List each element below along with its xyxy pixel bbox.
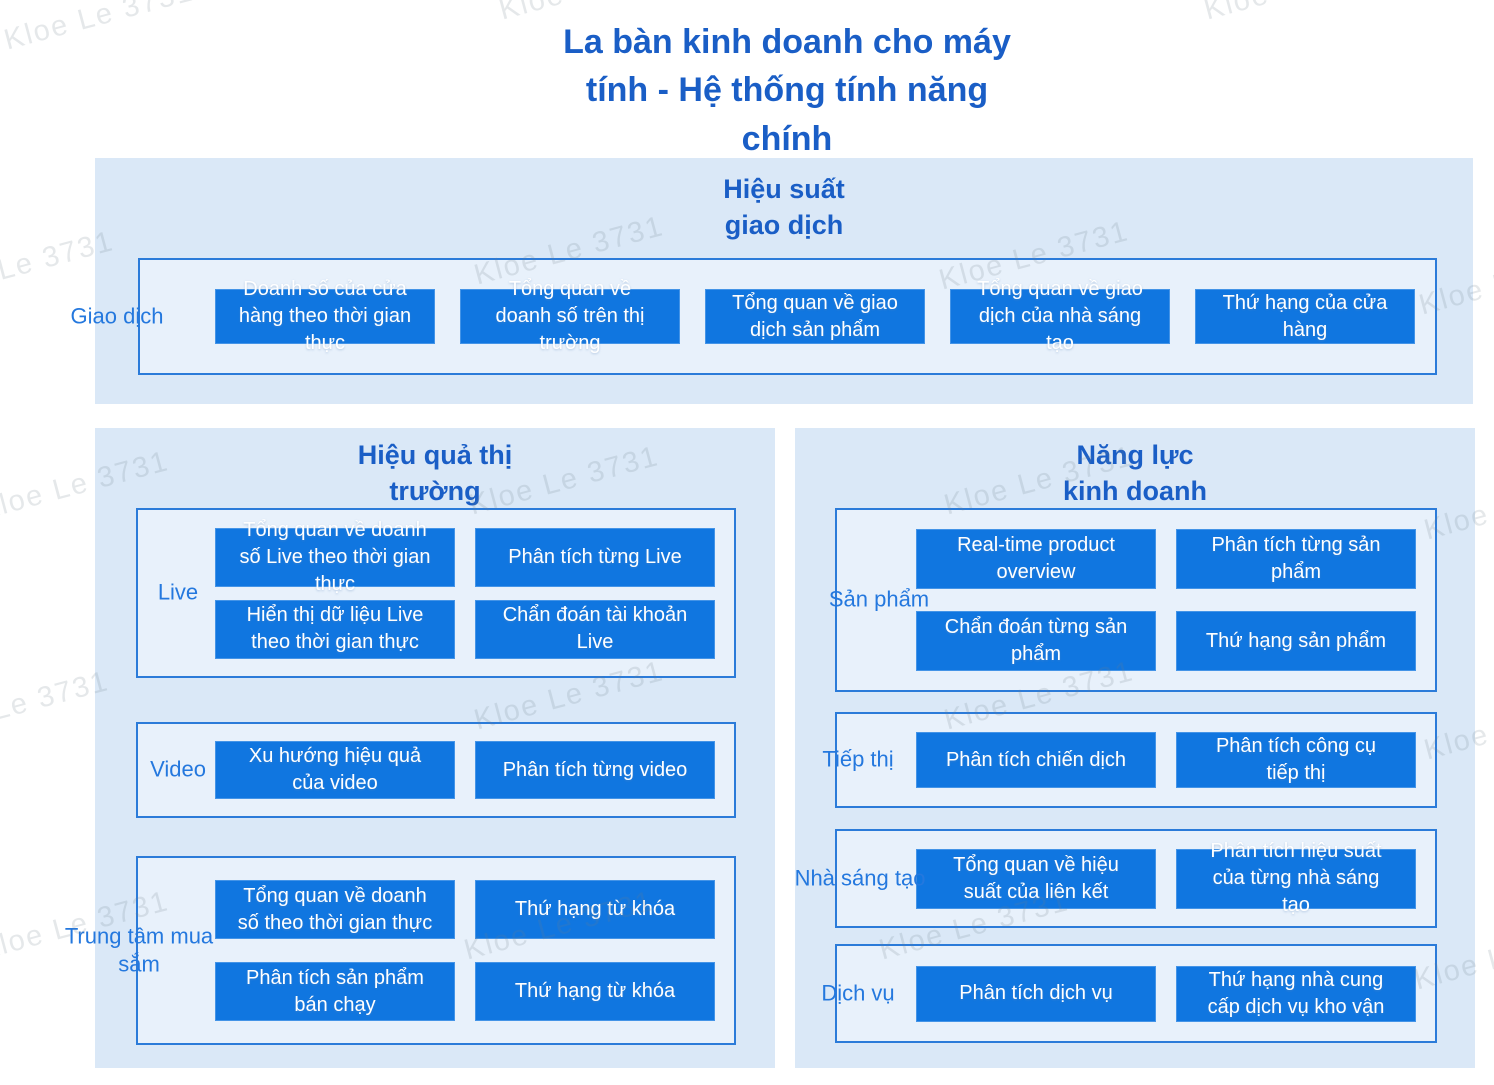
row-label-trung-tam-mua-sam: Trung tâm mua sắm bbox=[64, 922, 214, 977]
feature-button-thu-hang-cua-cua-hang[interactable]: Thứ hạng của cửa hàng bbox=[1195, 289, 1415, 344]
group-giao-dich: Giao dịch Doanh số của cửa hàng theo thời… bbox=[71, 258, 1437, 375]
feature-button-phan-tich-hieu-suat-cua-tung-nha-sang-tao[interactable]: Phân tích hiệu suất của từng nhà sáng tạ… bbox=[1176, 840, 1416, 916]
feature-button-phan-tich-cong-cu-tiep-thi[interactable]: Phân tích công cụ tiếp thị bbox=[1176, 732, 1416, 788]
button-grid: Doanh số của cửa hàng theo thời gian thự… bbox=[215, 278, 1435, 354]
section-title: Năng lực kinh doanh bbox=[1063, 440, 1207, 506]
feature-button-real-time-product-overview[interactable]: Real-time product overview bbox=[916, 529, 1156, 589]
button-grid: Phân tích chiến dịch Phân tích công cụ ti… bbox=[916, 732, 1435, 788]
feature-button-tong-quan-ve-hieu-suat-cua-lien-ket[interactable]: Tổng quan về hiệu suất của liên kết bbox=[916, 848, 1156, 909]
row-label-nha-sang-tao: Nhà sáng tạo bbox=[794, 865, 926, 891]
group-live: Live Tổng quan về doanh số Live theo thời… bbox=[136, 508, 736, 678]
row-label-giao-dich: Giao dịch bbox=[70, 303, 164, 329]
group-video: Video Xu hướng hiệu quả của video Phân tíc… bbox=[136, 722, 736, 818]
feature-button-hien-thi-du-lieu-live-theo-thoi-gian-thuc[interactable]: Hiển thị dữ liệu Live theo thời gian thự… bbox=[215, 599, 455, 659]
watermark-text: Kloe Le 3731 bbox=[0, 0, 198, 57]
section-title: Hiệu suất giao dịch bbox=[723, 174, 845, 240]
button-grid: Real-time product overview Phân tích từng… bbox=[916, 529, 1435, 671]
feature-button-phan-tich-san-pham-ban-chay[interactable]: Phân tích sản phẩm bán chạy bbox=[215, 962, 455, 1021]
feature-button-doanh-so-cua-cua-hang-theo-thoi-gian-thuc[interactable]: Doanh số của cửa hàng theo thời gian thự… bbox=[215, 278, 435, 354]
row-label-video: Video bbox=[150, 756, 206, 782]
feature-button-phan-tich-dich-vu[interactable]: Phân tích dịch vụ bbox=[916, 965, 1156, 1022]
button-grid: Tổng quan về doanh số Live theo thời gia… bbox=[215, 519, 734, 659]
button-grid: Tổng quan về hiệu suất của liên kết Phân … bbox=[916, 840, 1435, 916]
group-tiep-thi: Tiếp thị Phân tích chiến dịch Phân tích cô… bbox=[822, 712, 1437, 808]
feature-button-tong-quan-ve-doanh-so-tren-thi-truong[interactable]: Tổng quan về doanh số trên thị trường bbox=[460, 278, 680, 354]
feature-button-tong-quan-ve-giao-dich-cua-nha-sang-tao[interactable]: Tổng quan về giao dịch của nhà sáng tạo bbox=[950, 278, 1170, 354]
row-label-san-pham: Sản phẩm bbox=[828, 586, 930, 612]
row-label-dich-vu: Dịch vụ bbox=[821, 980, 895, 1006]
feature-button-thu-hang-tu-khoa[interactable]: Thứ hạng từ khóa bbox=[475, 880, 715, 939]
feature-button-thu-hang-tu-khoa[interactable]: Thứ hạng từ khóa bbox=[475, 962, 715, 1021]
section-title: Hiệu quả thị trường bbox=[357, 440, 513, 506]
row-label-live: Live bbox=[157, 579, 199, 605]
feature-button-phan-tich-tung-san-pham[interactable]: Phân tích từng sản phẩm bbox=[1176, 529, 1416, 589]
group-dich-vu: Dịch vụ Phân tích dịch vụ Thứ hạng nhà cun… bbox=[821, 944, 1437, 1043]
feature-button-xu-huong-hieu-qua-cua-video[interactable]: Xu hướng hiệu quả của video bbox=[215, 741, 455, 799]
button-grid: Phân tích dịch vụ Thứ hạng nhà cung cấp d… bbox=[916, 965, 1435, 1022]
feature-button-thu-hang-san-pham[interactable]: Thứ hạng sản phẩm bbox=[1176, 611, 1416, 671]
button-grid: Tổng quan về doanh số theo thời gian thự… bbox=[215, 880, 734, 1021]
feature-button-tong-quan-ve-doanh-so-live-theo-thoi-gian-thuc[interactable]: Tổng quan về doanh số Live theo thời gia… bbox=[215, 519, 455, 595]
feature-button-phan-tich-tung-live[interactable]: Phân tích từng Live bbox=[475, 527, 715, 587]
feature-button-thu-hang-nha-cung-cap-dich-vu-kho-van[interactable]: Thứ hạng nhà cung cấp dịch vụ kho vận bbox=[1176, 965, 1416, 1022]
feature-button-tong-quan-ve-doanh-so-theo-thoi-gian-thuc[interactable]: Tổng quan về doanh số theo thời gian thự… bbox=[215, 880, 455, 939]
watermark-text: Kloe Le 3731 bbox=[1201, 0, 1398, 27]
feature-button-tong-quan-ve-giao-dich-san-pham[interactable]: Tổng quan về giao dịch sản phẩm bbox=[705, 289, 925, 344]
feature-button-phan-tich-tung-video[interactable]: Phân tích từng video bbox=[475, 741, 715, 799]
page-title: La bàn kinh doanh cho máy tính - Hệ thốn… bbox=[563, 23, 1011, 158]
feature-button-chan-doan-tung-san-pham[interactable]: Chẩn đoán từng sản phẩm bbox=[916, 611, 1156, 671]
feature-button-chan-doan-tai-khoan-live[interactable]: Chẩn đoán tài khoản Live bbox=[475, 599, 715, 659]
button-grid: Xu hướng hiệu quả của video Phân tích từn… bbox=[215, 741, 734, 799]
feature-button-phan-tich-chien-dich[interactable]: Phân tích chiến dịch bbox=[916, 732, 1156, 788]
row-label-tiep-thi: Tiếp thị bbox=[822, 746, 894, 772]
